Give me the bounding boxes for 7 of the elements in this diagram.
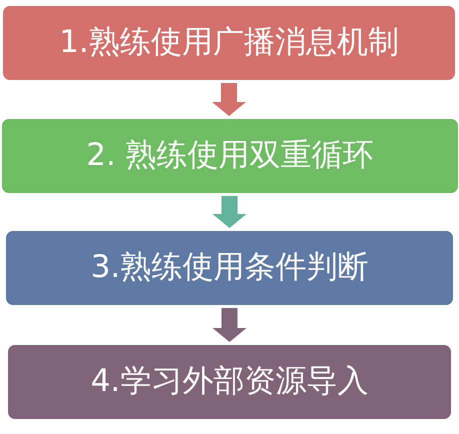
step-box: 2. 熟练使用双重循环 <box>2 119 458 193</box>
arrow <box>212 83 246 116</box>
step-box: 4.学习外部资源导入 <box>8 345 451 419</box>
step-box: 3.熟练使用条件判断 <box>6 231 453 305</box>
arrow <box>212 308 246 342</box>
step-box: 1.熟练使用广播消息机制 <box>3 6 455 80</box>
arrow <box>212 196 246 228</box>
